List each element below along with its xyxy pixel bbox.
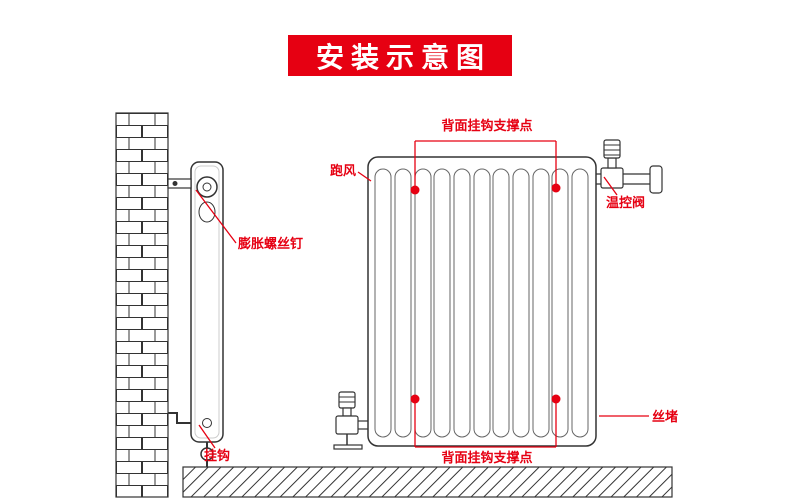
title-banner: 安装示意图: [288, 35, 512, 76]
page-title: 安装示意图: [315, 41, 491, 73]
label-air-vent: 跑风: [329, 163, 356, 178]
ground-floor: [182, 466, 673, 498]
drain-valve-drawing: [333, 391, 368, 450]
thermostat-valve-drawing: [596, 139, 663, 194]
label-back-hook-support-bottom: 背面挂钩支撑点: [441, 450, 533, 465]
leader-lines: [195, 140, 649, 449]
label-expansion-screw: 膨胀螺丝钉: [238, 236, 304, 251]
label-plug: 丝堵: [652, 409, 679, 424]
label-thermostat-valve: 温控阀: [606, 195, 646, 210]
brick-wall: [115, 112, 169, 498]
wall-hook-bracket: [168, 412, 191, 424]
side-radiator-view: [190, 161, 224, 467]
radiator-fins: [374, 168, 589, 438]
support-point-dots: [410, 183, 561, 404]
front-radiator-view: [367, 156, 597, 447]
expansion-screw-bracket: [167, 178, 192, 189]
label-back-hook-support-top: 背面挂钩支撑点: [441, 118, 533, 133]
label-hook: 挂钩: [204, 448, 231, 463]
